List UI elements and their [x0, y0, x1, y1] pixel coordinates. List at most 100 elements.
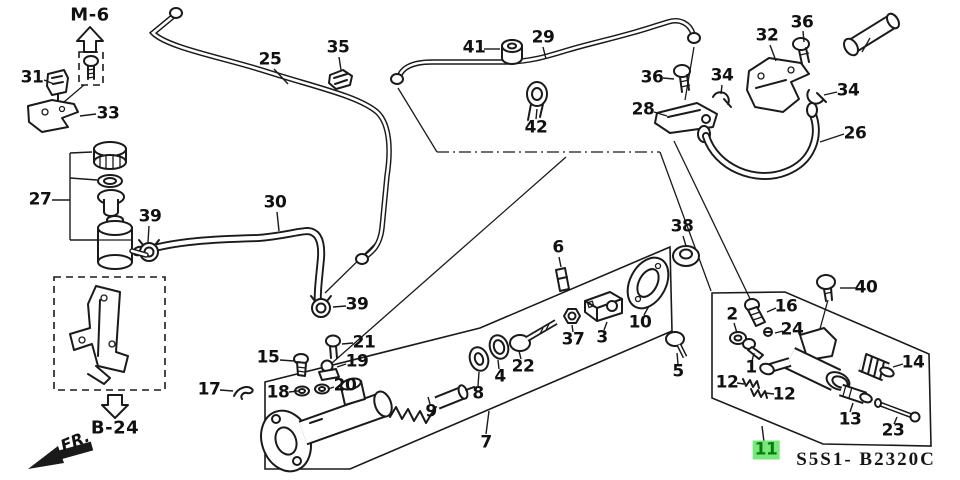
bolt-36-right-drawing	[792, 37, 810, 65]
pedal-bracket-drawing	[69, 285, 129, 385]
bracket-32-drawing	[746, 57, 810, 113]
part-label-3[interactable]: 3	[596, 327, 608, 348]
part-label-7[interactable]: 7	[480, 432, 492, 453]
seal-20-drawing	[314, 383, 330, 395]
part-label-8[interactable]: 8	[472, 383, 484, 404]
part-label-1[interactable]: 1	[745, 357, 757, 378]
valve-15-drawing	[293, 353, 309, 377]
part-label-37[interactable]: 37	[561, 329, 585, 350]
part-label-24[interactable]: 24	[780, 319, 804, 340]
part-label-28[interactable]: 28	[631, 99, 655, 120]
leader-line-39	[147, 225, 150, 243]
part-label-12[interactable]: 12	[772, 384, 796, 405]
bracket-33-drawing	[27, 99, 79, 133]
slave-cylinder-box	[711, 291, 932, 447]
leader-line-27	[69, 177, 98, 181]
leader-line-16	[766, 307, 777, 313]
reservoir-hose-30-drawing	[132, 226, 326, 312]
leader-line-39	[332, 305, 347, 308]
part-label-20[interactable]: 20	[333, 375, 357, 396]
part-label-6[interactable]: 6	[552, 237, 564, 258]
leader-line-7	[485, 410, 490, 435]
part-label-22[interactable]: 22	[511, 356, 535, 377]
part-label-23[interactable]: 23	[881, 420, 905, 441]
pedal-bracket-box	[53, 276, 166, 391]
part-label-36[interactable]: 36	[790, 12, 814, 33]
master-cylinder-box	[264, 245, 673, 470]
part-label-15[interactable]: 15	[256, 347, 280, 368]
leader-lines	[43, 30, 904, 443]
leader-line-33	[79, 113, 97, 117]
slave-cylinder-11-drawing	[759, 327, 851, 391]
m6-up-arrow-icon	[76, 26, 104, 53]
leader-line-12	[764, 392, 775, 395]
part-label-17[interactable]: 17	[197, 379, 221, 400]
part-label-35[interactable]: 35	[326, 37, 350, 58]
part-label-30[interactable]: 30	[263, 192, 287, 213]
part-label-32[interactable]: 32	[755, 25, 779, 46]
clamp-42-drawing	[526, 81, 548, 121]
pushrod-23-drawing	[874, 398, 921, 423]
leader-line-9	[427, 396, 431, 405]
leader-line-42	[535, 108, 538, 120]
ref-label-m6[interactable]: M-6	[70, 4, 110, 26]
part-label-40[interactable]: 40	[854, 277, 878, 298]
leader-line-15	[279, 359, 295, 362]
part-label-36[interactable]: 36	[640, 67, 664, 88]
diagram-code: S5S1- B2320C	[796, 449, 936, 470]
bolt-22-drawing	[509, 319, 558, 352]
leader-line-1	[751, 352, 755, 362]
part-label-9[interactable]: 9	[425, 401, 437, 422]
clutch-hose-26-drawing	[702, 102, 820, 180]
part-label-39[interactable]: 39	[345, 294, 369, 315]
leader-line-31	[43, 79, 55, 85]
clamp-39-right-drawing	[310, 295, 332, 318]
leader-line-13	[849, 402, 854, 413]
leader-line-22	[518, 350, 522, 360]
part-label-27[interactable]: 27	[28, 189, 52, 210]
screw-24-drawing	[763, 327, 773, 337]
leader-line-21	[341, 342, 354, 345]
part-label-33[interactable]: 33	[96, 103, 120, 124]
leader-line-30	[276, 211, 280, 232]
part-label-31[interactable]: 31	[20, 67, 44, 88]
part-label-42[interactable]: 42	[524, 117, 548, 138]
part-label-16[interactable]: 16	[774, 296, 798, 317]
leader-line-37	[571, 324, 574, 333]
part-label-39[interactable]: 39	[138, 206, 162, 227]
b24-down-arrow-icon	[101, 394, 129, 419]
part-label-25[interactable]: 25	[258, 49, 282, 70]
leader-line-25	[273, 68, 289, 85]
bolt-detail-drawing	[83, 55, 99, 80]
part-label-34[interactable]: 34	[836, 80, 860, 101]
leader-line-34	[720, 84, 723, 95]
part-label-5[interactable]: 5	[672, 361, 684, 382]
part-label-12[interactable]: 12	[715, 372, 739, 393]
grommet-41-drawing	[501, 39, 523, 65]
clip-35-drawing	[328, 69, 353, 90]
joint-19-drawing	[318, 359, 340, 381]
part-label-41[interactable]: 41	[462, 37, 486, 58]
grommet-38-drawing	[672, 245, 700, 267]
part-label-19[interactable]: 19	[345, 351, 369, 372]
part-label-38[interactable]: 38	[670, 216, 694, 237]
ring-4-drawing	[488, 334, 510, 360]
part-label-2[interactable]: 2	[726, 304, 738, 325]
part-label-11[interactable]: 11	[752, 439, 780, 460]
ref-label-b24[interactable]: B-24	[90, 417, 140, 439]
part-label-29[interactable]: 29	[531, 27, 555, 48]
leader-line-6	[558, 256, 562, 268]
leader-line-28	[653, 111, 668, 117]
part-label-18[interactable]: 18	[266, 382, 290, 403]
part-label-4[interactable]: 4	[494, 366, 506, 387]
part-label-10[interactable]: 10	[628, 312, 652, 333]
part-label-14[interactable]: 14	[901, 352, 925, 373]
part-label-26[interactable]: 26	[843, 123, 867, 144]
bolt-21-drawing	[325, 334, 341, 359]
leader-line-26	[819, 133, 845, 143]
clutch-damper-drawing	[843, 12, 900, 57]
clutch-pipe-29-drawing	[390, 18, 701, 85]
part-label-34[interactable]: 34	[710, 65, 734, 86]
part-label-21[interactable]: 21	[352, 332, 376, 353]
part-label-13[interactable]: 13	[838, 409, 862, 430]
